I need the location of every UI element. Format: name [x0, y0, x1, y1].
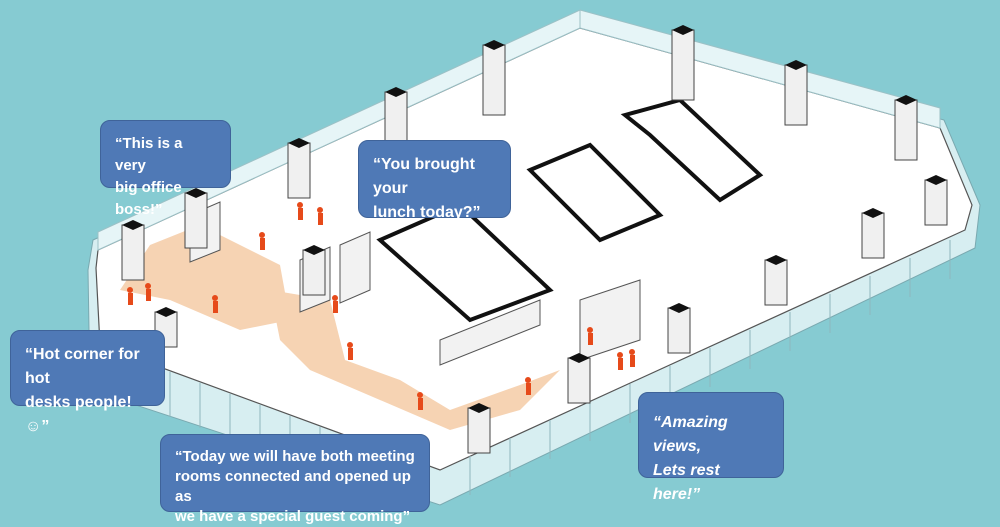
- speech-bubble-hot-corner: “Hot corner for hot desks people!☺”: [10, 330, 165, 435]
- speech-bubble-big-office: “This is a very big office boss!”: [100, 120, 231, 218]
- corridor-zone: [270, 290, 560, 430]
- speech-bubble-views: “Amazing views, Lets rest here!”: [638, 392, 784, 503]
- back-glazing: [97, 9, 941, 251]
- speech-bubble-meeting-rooms: “Today we will have both meeting rooms c…: [160, 434, 430, 525]
- structural-columns: [121, 29, 948, 454]
- speech-bubble-lunch: “You brought your lunch today?”: [358, 140, 511, 221]
- people: [127, 202, 635, 410]
- column-caps: [122, 25, 947, 413]
- hot-desk-zone: [120, 225, 290, 330]
